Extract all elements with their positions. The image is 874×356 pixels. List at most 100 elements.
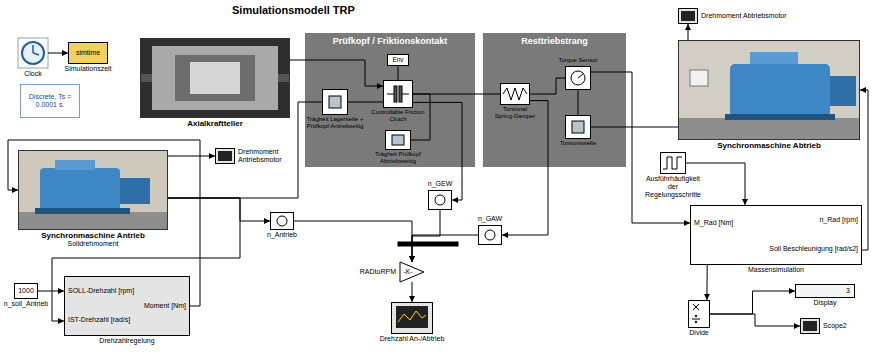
- block-label: Trägheit Prüfkopf Abtriebsseitig: [366, 151, 430, 165]
- signal-line: [710, 291, 795, 314]
- block-text: Moment [Nm]: [144, 302, 186, 310]
- block-text: M_Rad [Nm]: [694, 219, 733, 227]
- block-text: Discrete, Ts = 0.0001 s.: [23, 93, 77, 109]
- signal-line: [502, 101, 548, 235]
- photo-panel: Synchronmaschine AntriebSolldrehmoment: [18, 150, 168, 230]
- signal-line: [48, 53, 68, 54]
- subsystem-block: SOLL-Drehzahl [rpm] IST-Drehzahl [rad/s] M…: [64, 276, 190, 336]
- block-label: Synchronmaschine Abtrieb: [716, 141, 822, 150]
- signal-line: [706, 265, 707, 300]
- env-block: Env: [387, 54, 409, 66]
- block-label: Torsionswelle: [559, 140, 597, 147]
- signal-line: [688, 24, 689, 40]
- signal-line: [710, 314, 800, 326]
- scope-block: Drehmoment Antriebsmotor: [215, 148, 235, 164]
- block-label: Simulationszeit: [63, 65, 112, 73]
- block-text: 1000: [18, 287, 34, 295]
- connection-line: [530, 78, 565, 94]
- block-label: Massensimulation: [747, 266, 805, 274]
- signal-line: [412, 235, 478, 262]
- block-label: Drehmoment Abtriebsmotor: [700, 12, 788, 20]
- signal-line: [294, 221, 412, 262]
- block-label: Drehzahlregelung: [98, 337, 155, 345]
- inertia-block: Torsionswelle: [565, 115, 591, 139]
- sensor-block: n_GAW: [478, 225, 502, 245]
- photo-motor: [678, 40, 860, 140]
- connection-line: [348, 102, 383, 103]
- sensor-block: n_Antrieb: [270, 212, 294, 230]
- spring-damper-block: Torsional Spring-Damper: [500, 83, 530, 105]
- block-icons: [215, 8, 820, 334]
- signal-line: [412, 282, 413, 302]
- region-fill: [305, 33, 475, 167]
- scope-block: Drehzahl An-/Abtrieb: [391, 302, 433, 334]
- block-label: RADtoRPM: [359, 268, 397, 276]
- block-label: Torsional Spring-Damper: [492, 106, 538, 120]
- block-label: Ausführhäufigkeit der Regelungsschritte: [639, 175, 707, 199]
- clock-icon: [18, 38, 48, 68]
- photo-panel: Axialkraftteller: [140, 38, 290, 118]
- connection-line: [591, 127, 678, 128]
- block-label: n_GEW: [427, 180, 454, 188]
- solver-setting-box: Discrete, Ts = 0.0001 s.: [20, 84, 80, 118]
- pulse-generator-block: Ausführhäufigkeit der Regelungsschritte: [660, 152, 686, 174]
- gain-block: -K-RADtoRPM: [400, 262, 424, 282]
- block-text: IST-Drehzahl [rad/s]: [68, 316, 130, 324]
- divide-block: Divide: [688, 300, 710, 328]
- block-text: SOLL-Drehzahl [rpm]: [68, 287, 134, 295]
- block-label: Drehmoment Antriebsmotor: [237, 148, 293, 164]
- photo-axial-plate: [140, 38, 290, 118]
- signal-line: [412, 210, 440, 262]
- connection-line: [578, 90, 579, 115]
- block-label: n_soll_Antrieb: [3, 300, 49, 308]
- block-text: Env: [392, 56, 403, 63]
- block-label: Axialkraftteller: [186, 119, 244, 128]
- scope-block: Scope2: [800, 318, 820, 334]
- subsystem-region: ResttriebstrangTorsional Spring-DamperTo…: [483, 33, 626, 167]
- block-label: Controllable Friction Clutch: [369, 109, 427, 123]
- subsystem-block: M_Rad [Nm] n_Rad [rpm] Soll Beschleunigung…: [690, 205, 862, 265]
- block-text: 3: [846, 287, 850, 295]
- signal-line: [38, 291, 64, 292]
- torque-sensor-block: Torque Sensor: [565, 66, 591, 90]
- signal-line: [591, 72, 690, 223]
- sensor-block: n_GEW: [428, 190, 452, 210]
- region-title: Resttriebstrang: [520, 36, 589, 46]
- subsystem-region: Prüfkopf / FriktionskontaktEnvTrägheit L…: [305, 33, 475, 167]
- signal-line: [168, 198, 270, 221]
- photo-panel: Synchronmaschine Abtrieb: [678, 40, 860, 140]
- block-label: Divide: [688, 329, 709, 337]
- block-label: Drehzahl An-/Abtrieb: [379, 335, 446, 343]
- connection-line: [413, 94, 500, 95]
- block-label: n_GAW: [477, 215, 503, 223]
- connection-line: [398, 66, 399, 80]
- inertia-block: Trägheit Prüfkopf Abtriebsseitig: [385, 130, 411, 150]
- to-workspace-block: simtimeSimulationszeit: [68, 42, 108, 64]
- clutch-block: Controllable Friction Clutch: [383, 80, 413, 108]
- inertia-block: Trägheit Lagerseite + Prüfkopf Antriebse…: [322, 89, 348, 115]
- scope-block: Drehmoment Abtriebsmotor: [678, 8, 698, 24]
- block-label: Torque Sensor: [557, 57, 598, 64]
- block-label: Scope2: [822, 322, 848, 330]
- block-label: Solldrehmoment: [67, 240, 120, 248]
- block-label: n_Antrieb: [266, 231, 298, 239]
- constant-block: 1000n_soll_Antrieb: [14, 283, 38, 299]
- block-text: n_Rad [rpm]: [819, 216, 858, 224]
- block-text: -K-: [404, 268, 413, 275]
- diagram-title: Simulationsmodell TRP: [232, 4, 355, 17]
- signal-line: [290, 60, 383, 86]
- block-label: Clock: [23, 70, 43, 78]
- photo-motor: [18, 150, 168, 230]
- region-title: Prüfkopf / Friktionskontakt: [332, 36, 449, 46]
- block-label: Synchronmaschine Antrieb: [40, 231, 146, 240]
- block-text: simtime: [76, 49, 100, 57]
- block-label: Trägheit Lagerseite + Prüfkopf Antriebse…: [305, 116, 365, 130]
- block-label: Display: [813, 299, 838, 307]
- signal-line: [168, 156, 215, 157]
- display-block: 3Display: [795, 284, 855, 298]
- connection-line: [168, 102, 322, 198]
- region-fill: [483, 33, 626, 167]
- block-text: Soll Beschleunigung [rad/s2]: [769, 245, 858, 253]
- clock-block: Clock: [18, 38, 48, 68]
